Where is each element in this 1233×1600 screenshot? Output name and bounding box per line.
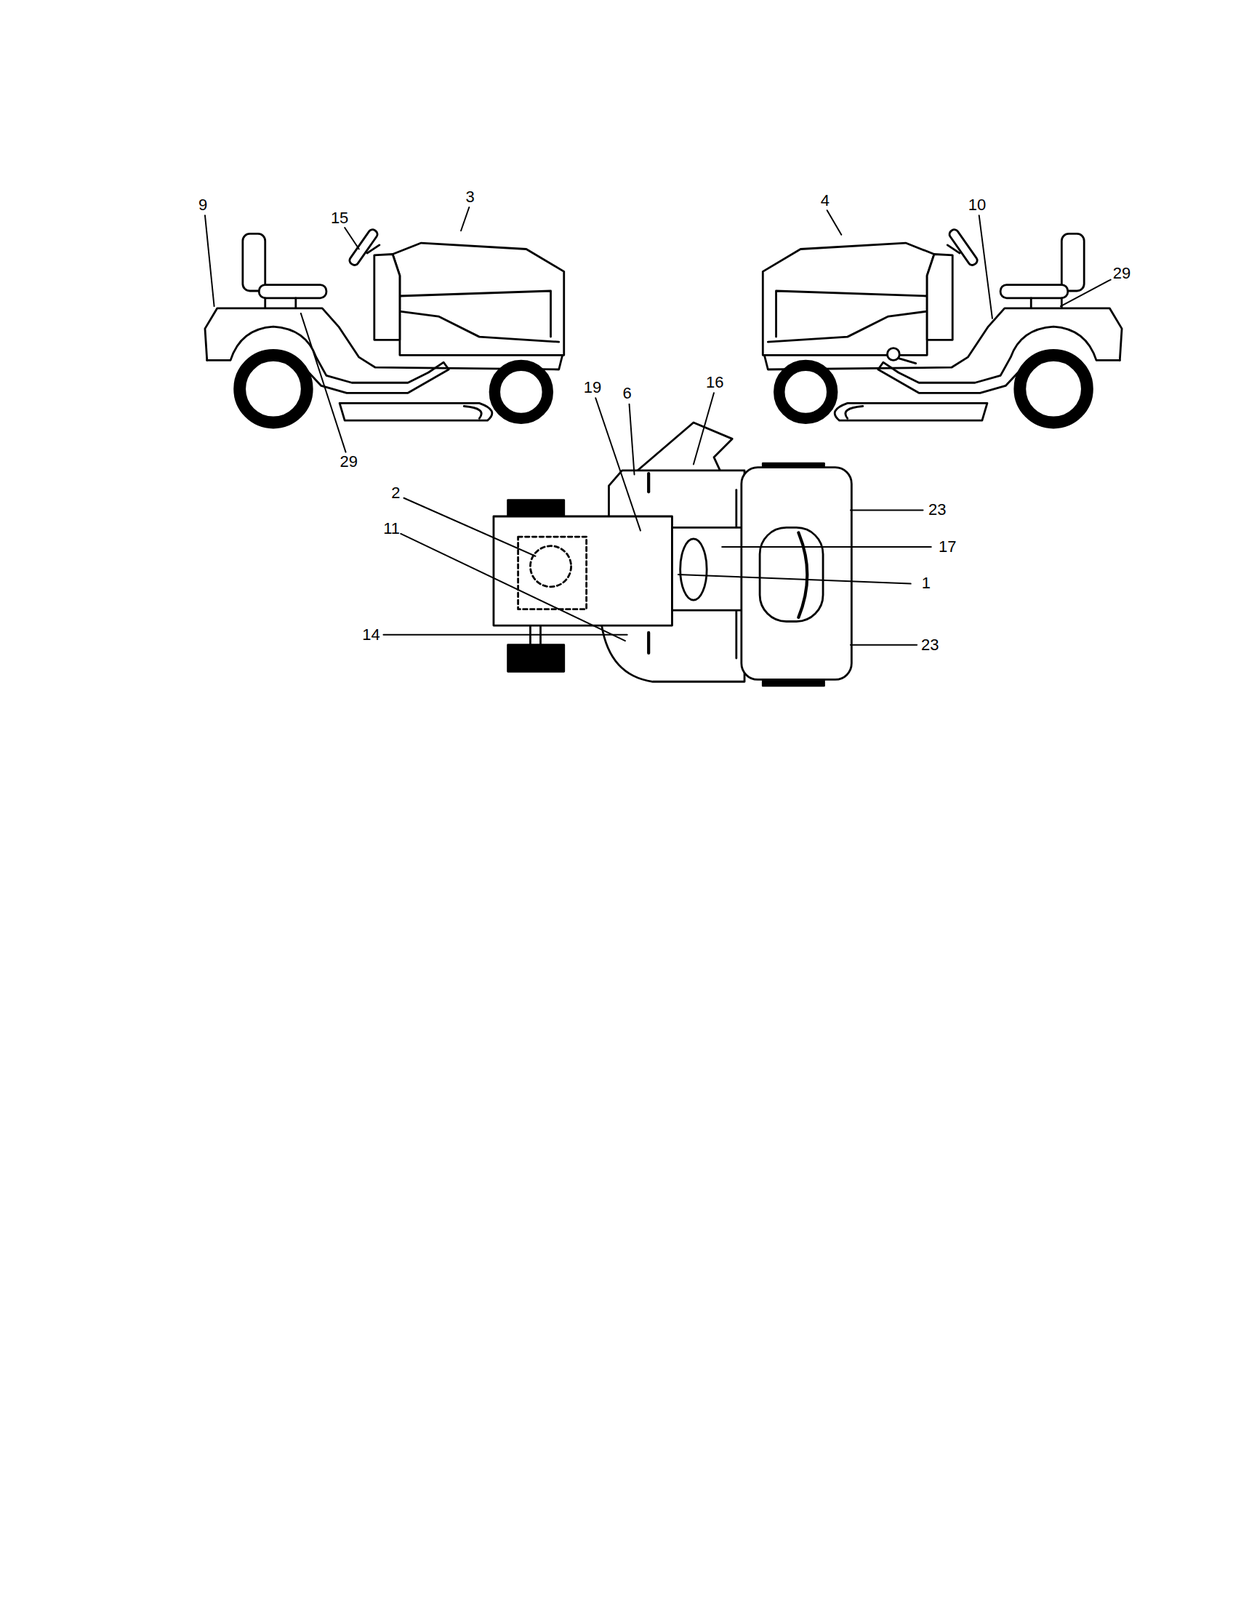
callout-number: 19: [583, 379, 602, 396]
callout-number: 3: [466, 189, 475, 206]
side-view: [205, 227, 565, 422]
callout-number: 9: [198, 197, 208, 214]
callout-number: 29: [1113, 265, 1131, 282]
callout-number: 23: [928, 501, 946, 518]
callout-number: 17: [938, 538, 957, 555]
leader-lines: [205, 207, 1111, 645]
callout-number: 2: [391, 484, 400, 501]
callout-number: 1: [921, 575, 931, 592]
callout-number: 4: [820, 192, 830, 209]
callout-number: 29: [340, 453, 358, 470]
top-view: [493, 422, 852, 686]
callout-number: 6: [623, 385, 632, 402]
callout-number: 10: [968, 197, 986, 214]
callout-number: 14: [362, 626, 380, 643]
callout-number: 23: [921, 636, 939, 653]
callout-number: 15: [330, 210, 349, 227]
callout-number: 11: [383, 520, 400, 537]
callout-number: 16: [705, 374, 724, 391]
